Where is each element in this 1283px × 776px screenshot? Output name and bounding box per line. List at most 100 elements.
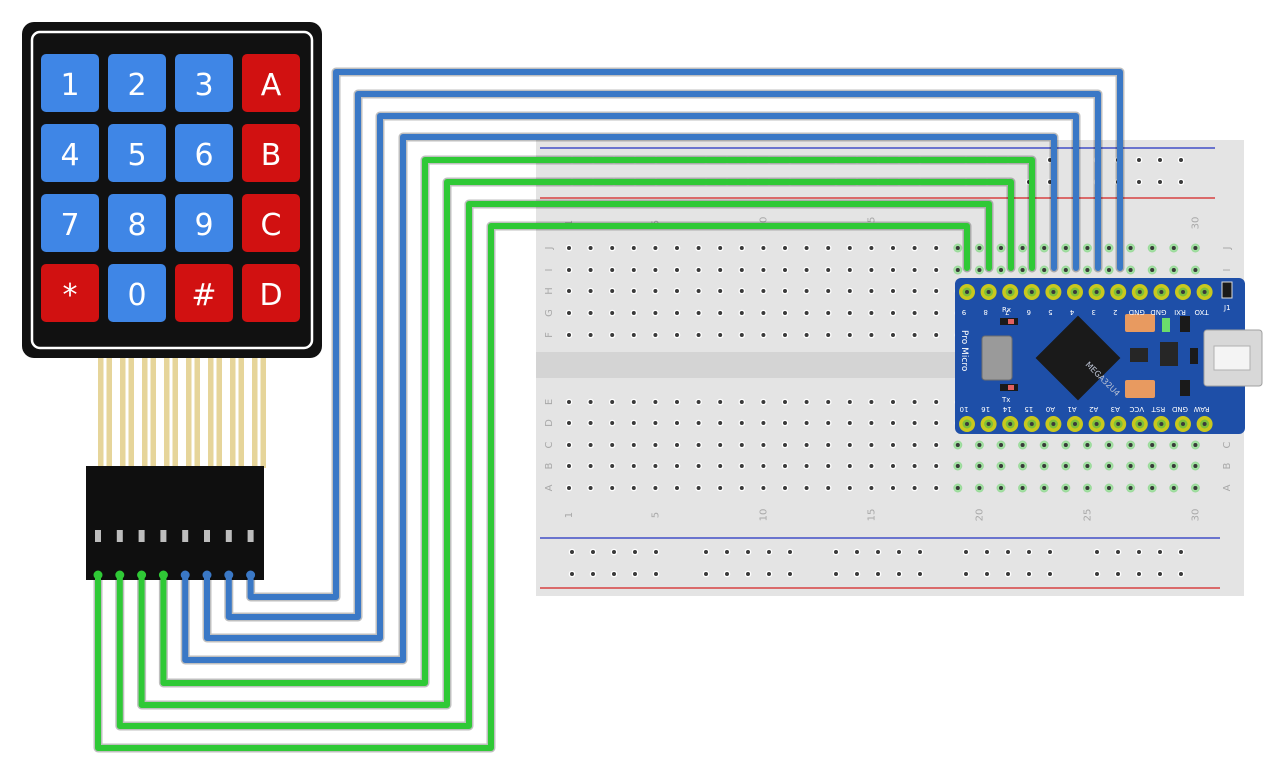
breadboard-hole — [846, 441, 854, 449]
row-label-right: A — [1222, 484, 1233, 491]
breadboard-hole — [824, 398, 832, 406]
rail-hole — [765, 570, 773, 578]
breadboard-hole — [652, 331, 659, 339]
rail-hole — [916, 570, 924, 578]
keypad-key-label: 5 — [127, 138, 146, 173]
breadboard-hole — [695, 462, 702, 470]
column-label-bottom: 30 — [1190, 509, 1201, 522]
rail-hole — [1025, 570, 1033, 578]
breadboard-hole — [824, 244, 832, 252]
breadboard-hole — [652, 441, 659, 449]
pin-label: 9 — [962, 308, 966, 316]
breadboard-hole — [565, 441, 573, 449]
rail-hole — [723, 548, 731, 556]
rail-hole — [610, 548, 618, 556]
breadboard-hole — [824, 287, 832, 295]
breadboard-hole — [846, 244, 854, 252]
breadboard-hole — [889, 287, 897, 295]
breadboard-hole — [695, 244, 702, 252]
header-pin-post — [247, 530, 254, 542]
breadboard-hole — [846, 419, 854, 427]
keypad-key[interactable]: 9 — [175, 194, 233, 252]
keypad-key[interactable]: 5 — [108, 124, 166, 182]
keypad-key[interactable]: B — [242, 124, 300, 182]
keypad-key[interactable]: C — [242, 194, 300, 252]
breadboard-hole — [932, 287, 940, 295]
breadboard-hole — [803, 462, 810, 470]
breadboard-hole — [889, 398, 897, 406]
pin-label: GND — [1150, 308, 1166, 316]
keypad-key[interactable]: 0 — [108, 264, 166, 322]
breadboard-hole — [932, 266, 940, 274]
keypad-key[interactable]: 4 — [41, 124, 99, 182]
breadboard-hole — [738, 419, 746, 427]
keypad-key[interactable]: # — [175, 264, 233, 322]
breadboard-hole — [716, 309, 724, 317]
header-pin — [1067, 284, 1083, 300]
keypad-key[interactable]: 3 — [175, 54, 233, 112]
breadboard-hole — [630, 484, 638, 492]
breadboard-hole — [673, 462, 681, 470]
breadboard-hole — [846, 462, 854, 470]
row-label-right: I — [1222, 269, 1233, 272]
breadboard-hole — [868, 398, 875, 406]
keypad-key[interactable]: A — [242, 54, 300, 112]
header-pin — [959, 284, 975, 300]
header-pin — [1153, 284, 1170, 300]
rail-hole — [631, 548, 639, 556]
breadboard-hole — [868, 266, 875, 274]
rail-hole — [1156, 178, 1164, 186]
keypad-key[interactable]: * — [41, 264, 99, 322]
rail-hole — [1046, 570, 1054, 578]
pin-label: A3 — [1111, 405, 1120, 413]
pin-label: GND — [1129, 308, 1145, 316]
rail-hole — [1114, 548, 1122, 556]
breadboard-hole — [587, 398, 594, 406]
rail-hole — [1177, 548, 1185, 556]
row-label-left: G — [544, 309, 555, 317]
rail-hole — [744, 570, 752, 578]
column-label-bottom: 1 — [564, 512, 575, 518]
breadboard-hole — [630, 398, 638, 406]
header-pin — [1002, 416, 1019, 432]
keypad-key[interactable]: 2 — [108, 54, 166, 112]
keypad-key[interactable]: 8 — [108, 194, 166, 252]
header-pin — [1175, 416, 1191, 432]
breadboard-hole — [889, 266, 897, 274]
rail-hole — [568, 570, 576, 578]
keypad-key-label: 3 — [194, 68, 213, 103]
breadboard-hole — [760, 331, 767, 339]
breadboard-hole — [760, 484, 767, 492]
breadboard-hole — [716, 419, 724, 427]
breadboard-hole — [738, 309, 746, 317]
breadboard-hole — [868, 309, 875, 317]
pin-label: 6 — [1026, 308, 1031, 316]
keypad-key-label: # — [191, 278, 216, 313]
rail-hole — [1135, 570, 1143, 578]
keypad-key[interactable]: 7 — [41, 194, 99, 252]
breadboard-hole — [911, 419, 918, 427]
rail-hole — [1156, 156, 1164, 164]
keypad-key[interactable]: 1 — [41, 54, 99, 112]
breadboard-hole — [760, 398, 767, 406]
breadboard-hole — [781, 484, 789, 492]
keypad-header-connector — [86, 466, 264, 580]
header-pin-post — [138, 530, 145, 542]
breadboard-hole — [803, 398, 810, 406]
breadboard-hole — [565, 266, 573, 274]
column-label-bottom: 15 — [866, 509, 877, 522]
breadboard-hole — [716, 287, 724, 295]
breadboard-hole — [673, 331, 681, 339]
breadboard-hole — [846, 331, 854, 339]
header-pin — [1067, 416, 1083, 432]
breadboard-hole — [932, 309, 940, 317]
breadboard-hole — [889, 244, 897, 252]
breadboard-hole — [652, 309, 659, 317]
breadboard-hole — [652, 419, 659, 427]
breadboard-hole — [911, 266, 918, 274]
row-label-left: H — [544, 287, 555, 295]
keypad-key[interactable]: 6 — [175, 124, 233, 182]
keypad-key[interactable]: D — [242, 264, 300, 322]
